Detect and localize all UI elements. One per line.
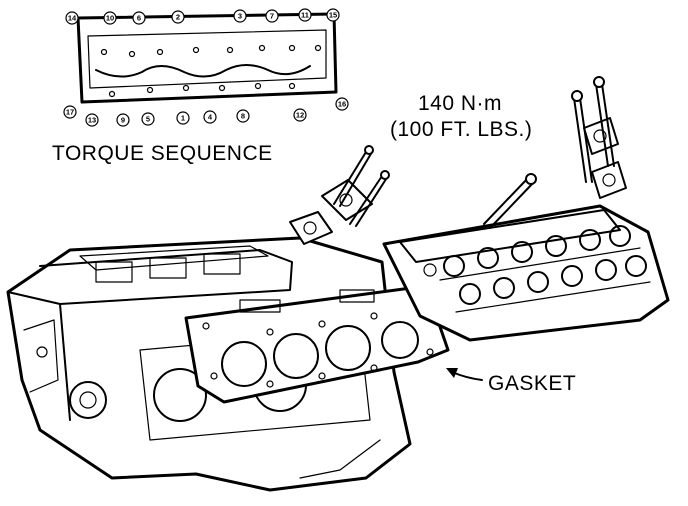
svg-text:10: 10 [106, 14, 114, 23]
head-bolt [483, 173, 537, 229]
svg-text:3: 3 [238, 12, 242, 21]
svg-text:6: 6 [137, 14, 141, 23]
svg-text:14: 14 [68, 14, 77, 23]
sequence-marker-bottom-2: 13 [85, 113, 99, 127]
head-bolt-holes [100, 44, 322, 98]
gasket-label: GASKET [488, 372, 576, 395]
torque-value-nm: 140 N·m [418, 92, 502, 115]
svg-text:11: 11 [301, 11, 309, 20]
sequence-marker-bottom-3: 9 [116, 113, 130, 127]
svg-text:7: 7 [270, 12, 274, 21]
rocker-arms [443, 225, 647, 305]
sequence-marker-bottom-4: 5 [141, 112, 155, 126]
sequence-marker-bottom-6: 4 [203, 110, 217, 124]
gasket-arrow-head [446, 368, 458, 378]
svg-text:13: 13 [88, 116, 96, 125]
sequence-marker-top-7: 11 [298, 8, 312, 22]
sequence-marker-bottom-9: 16 [335, 97, 349, 111]
svg-text:9: 9 [121, 116, 125, 125]
sequence-marker-top-2: 10 [103, 11, 117, 25]
sequence-marker-top-4: 2 [171, 10, 185, 24]
svg-text:17: 17 [66, 108, 74, 117]
svg-text:2: 2 [176, 13, 180, 22]
exhaust-flange-left [289, 179, 373, 245]
sequence-marker-bottom-1: 17 [63, 105, 77, 119]
exhaust-flange-right [583, 117, 627, 199]
torque-sequence-label: TORQUE SEQUENCE [52, 142, 273, 165]
cylinder-head [382, 204, 670, 342]
sequence-marker-bottom-5: 1 [176, 111, 190, 125]
sequence-marker-top-1: 14 [65, 11, 79, 25]
gasket-leader-line [451, 371, 483, 381]
sequence-marker-top-8: 15 [326, 8, 340, 22]
svg-text:12: 12 [296, 111, 304, 120]
svg-text:8: 8 [241, 112, 245, 121]
torque-sequence-inset: 14 10 6 2 3 7 11 15 [63, 8, 349, 127]
sequence-marker-bottom-8: 12 [293, 108, 307, 122]
bolts-left [333, 145, 390, 227]
svg-text:16: 16 [338, 100, 346, 109]
svg-text:1: 1 [181, 114, 185, 123]
head-gasket [184, 284, 450, 404]
torque-value-ftlbs: (100 FT. LBS.) [390, 118, 532, 141]
sequence-marker-top-6: 7 [265, 9, 279, 23]
sequence-marker-top-3: 6 [132, 11, 146, 25]
svg-text:15: 15 [329, 11, 337, 20]
sequence-marker-top-5: 3 [233, 9, 247, 23]
svg-text:4: 4 [208, 113, 213, 122]
svg-text:5: 5 [146, 115, 150, 124]
sequence-marker-bottom-7: 8 [236, 109, 250, 123]
bolts-right [571, 76, 615, 183]
